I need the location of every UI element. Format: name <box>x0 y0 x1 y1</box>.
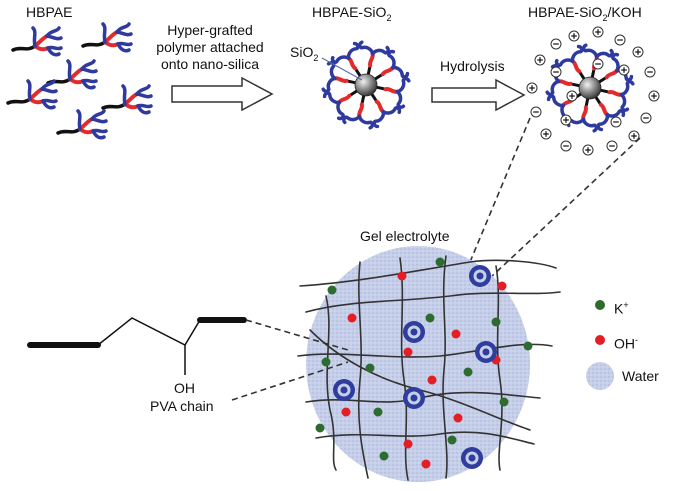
hbpae-sio2-label: HBPAE-SiO2 <box>312 4 392 23</box>
cation-symbol <box>560 114 572 126</box>
legend-k-label: K+ <box>614 300 629 317</box>
legend-oh-label: OH- <box>614 335 638 352</box>
oh-ion <box>347 313 357 323</box>
anion-symbol <box>614 34 626 46</box>
zoom-line-left <box>469 117 531 263</box>
k-ion <box>447 435 457 445</box>
hbpae-sio2-koh-unit <box>403 321 425 343</box>
k-ion <box>321 357 331 367</box>
cation-symbol <box>618 64 630 76</box>
anion-symbol <box>644 66 656 78</box>
legend-water-label: Water <box>622 368 659 384</box>
k-ion <box>499 397 509 407</box>
k-ion <box>315 423 325 433</box>
hydrolysis-arrow <box>431 78 526 112</box>
oh-ion <box>403 347 413 357</box>
hbpae-sio2-koh-unit <box>403 387 425 409</box>
k-ion <box>379 451 389 461</box>
anion-symbol <box>640 112 652 124</box>
hbpae-sio2-koh-unit <box>461 447 483 469</box>
graft-caption-line2: polymer attached <box>156 39 264 55</box>
hbpae-label: HBPAE <box>26 4 73 20</box>
hbpae-sio2-koh-unit <box>333 379 355 401</box>
k-ion <box>425 313 435 323</box>
oh-ion <box>421 459 431 469</box>
cation-symbol <box>582 144 594 156</box>
legend-oh-dot <box>595 335 605 345</box>
graft-caption: Hyper-grafted polymer attached onto nano… <box>150 22 270 73</box>
oh-ion <box>427 375 437 385</box>
pva-chain-structure <box>27 317 247 375</box>
k-ion <box>523 341 533 351</box>
oh-group-label: OH <box>174 380 195 396</box>
oh-ion <box>397 271 407 281</box>
hbpae-sio2-koh-unit <box>469 265 491 287</box>
cation-symbol <box>568 30 580 42</box>
k-ion <box>327 285 337 295</box>
gel-electrolyte <box>297 246 561 482</box>
cation-symbol <box>632 46 644 58</box>
cation-symbol <box>648 90 660 102</box>
oh-ion <box>341 407 351 417</box>
k-ion <box>463 367 473 377</box>
pva-zoom-line-lower <box>231 361 349 401</box>
hbpae-sio2-koh-unit <box>475 341 497 363</box>
anion-symbol <box>610 116 622 128</box>
anion-symbol <box>530 106 542 118</box>
oh-ion <box>453 413 463 423</box>
hbpae-molecules <box>6 22 153 140</box>
k-ion <box>373 407 383 417</box>
hbpae-sio2-particle <box>320 39 412 131</box>
hydrolysis-label: Hydrolysis <box>440 58 505 74</box>
silica-sphere <box>578 76 602 100</box>
legend-k-dot <box>595 300 605 310</box>
graft-caption-line1: Hyper-grafted <box>167 22 253 38</box>
graft-caption-line3: onto nano-silica <box>160 56 260 72</box>
legend-water-disc <box>586 362 614 390</box>
sio2-pointer-line <box>321 57 363 81</box>
anion-symbol <box>606 140 618 152</box>
silica-sphere <box>354 73 378 97</box>
anion-symbol <box>550 38 562 50</box>
charge-symbols <box>526 26 660 156</box>
zoom-line-right <box>489 137 641 279</box>
oh-ion <box>451 329 461 339</box>
legend <box>586 300 614 390</box>
cation-symbol <box>534 54 546 66</box>
oh-ion <box>403 439 413 449</box>
pva-chain-label: PVA chain <box>150 398 214 414</box>
oh-ion <box>497 281 507 291</box>
k-ion <box>491 317 501 327</box>
k-ion <box>435 257 445 267</box>
cation-symbol <box>540 128 552 140</box>
cation-symbol <box>592 26 604 38</box>
k-ion <box>365 363 375 373</box>
pva-zoom-line-upper <box>245 319 349 351</box>
hbpae-sio2-koh-particle <box>544 42 636 134</box>
graft-arrow <box>171 76 274 112</box>
sio2-label: SiO2 <box>290 44 319 63</box>
hbpae-sio2-koh-label: HBPAE-SiO2/KOH <box>528 4 642 23</box>
cation-symbol <box>526 82 538 94</box>
anion-symbol <box>592 58 604 70</box>
anion-symbol <box>550 66 562 78</box>
cation-symbol <box>566 90 578 102</box>
gel-electrolyte-label: Gel electrolyte <box>360 228 450 244</box>
cation-symbol <box>628 130 640 142</box>
anion-symbol <box>560 140 572 152</box>
